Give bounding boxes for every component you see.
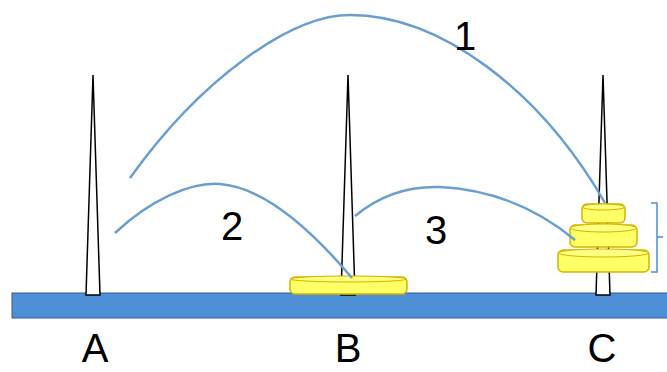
bracket (651, 203, 663, 272)
move-curve (115, 184, 352, 278)
base-board (12, 293, 667, 318)
peg-name: C (588, 328, 617, 368)
peg (86, 75, 100, 295)
peg (341, 75, 355, 295)
move-curve (130, 15, 605, 203)
peg-name: B (335, 328, 362, 368)
disk (570, 224, 637, 247)
callout-number: 2 (221, 206, 243, 246)
callout-number: 1 (454, 16, 476, 56)
peg-name: A (82, 328, 109, 368)
move-curve (355, 187, 575, 240)
disk (582, 204, 625, 223)
disk (290, 276, 407, 294)
callout-number: 3 (425, 210, 447, 250)
disk (558, 249, 649, 272)
